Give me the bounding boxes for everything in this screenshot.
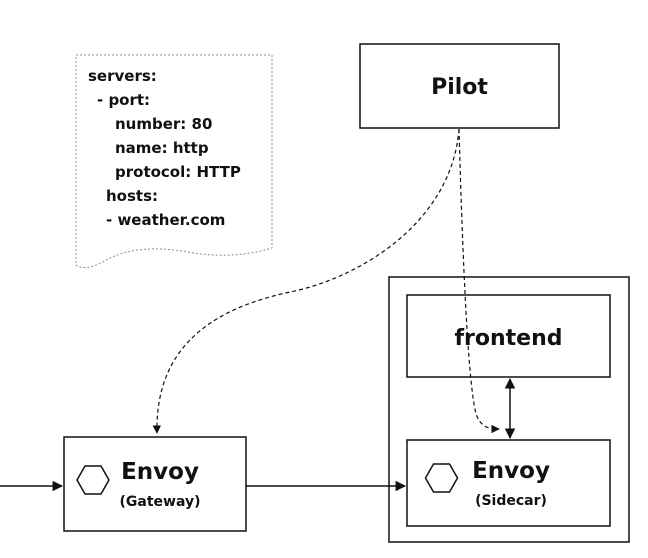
hexagon-icon (424, 463, 459, 493)
frontend-node: frontend (406, 294, 611, 378)
config-line-host-value: - weather.com (106, 211, 225, 229)
sidecar-node: Envoy (Sidecar) (406, 439, 611, 527)
sidecar-title: Envoy (472, 458, 550, 484)
frontend-label: frontend (454, 326, 562, 351)
pilot-to-sidecar-arrow (458, 128, 500, 434)
sidecar-box (406, 439, 611, 527)
hexagon-icon (76, 465, 110, 495)
config-note-outline (75, 54, 273, 269)
gateway-node: Envoy (Gateway) (63, 436, 247, 532)
pilot-box (359, 43, 560, 129)
sidecar-subtitle: (Sidecar) (475, 493, 547, 509)
config-note: servers: - port: number: 80 name: http p… (75, 54, 273, 269)
config-line-name: name: http (115, 139, 209, 157)
pilot-to-gateway-arrow (152, 128, 460, 434)
config-line-protocol: protocol: HTTP (115, 163, 241, 181)
frontend-box (406, 294, 611, 378)
pilot-label: Pilot (431, 75, 488, 100)
config-line-number: number: 80 (115, 115, 212, 133)
gateway-title: Envoy (121, 459, 199, 485)
config-line-port: - port: (97, 91, 150, 109)
config-line-servers: servers: (88, 67, 157, 85)
gateway-subtitle: (Gateway) (120, 494, 201, 510)
config-line-hosts: hosts: (106, 187, 158, 205)
pod-box (388, 276, 630, 543)
pilot-node: Pilot (359, 43, 560, 129)
